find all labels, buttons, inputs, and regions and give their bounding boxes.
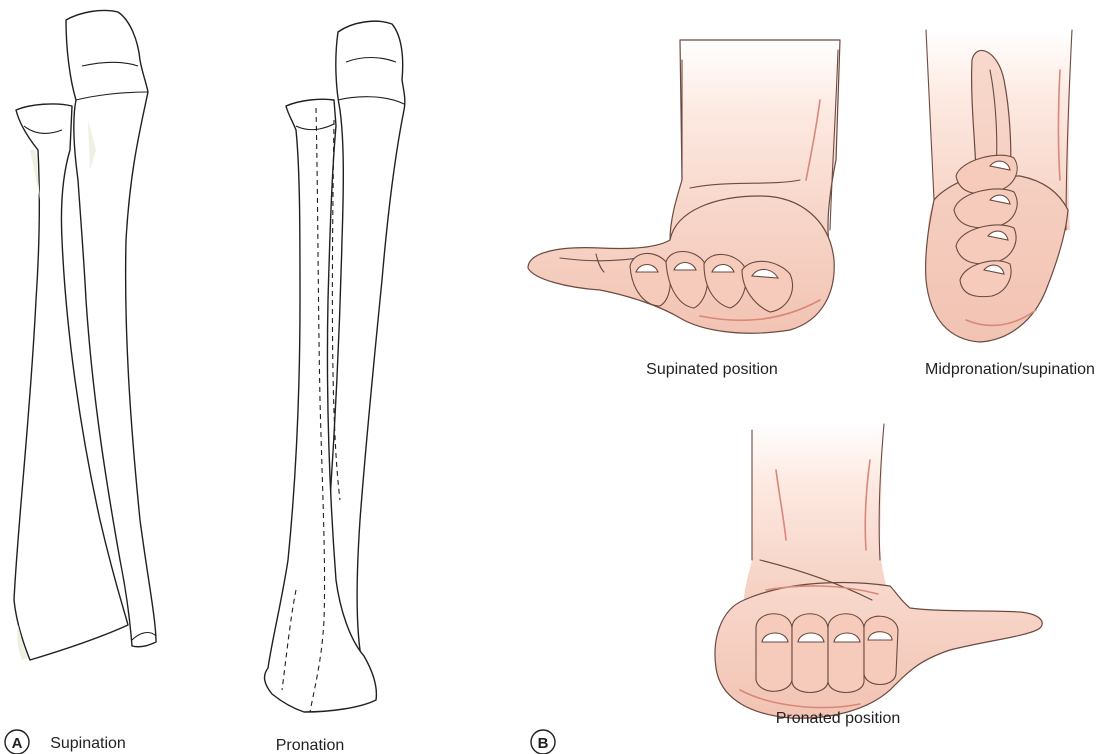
caption-supination: Supination — [50, 735, 126, 752]
hand-midposition: Midpronation/supination — [925, 30, 1095, 378]
svg-text:B: B — [538, 735, 549, 752]
caption-pronated: Pronated position — [776, 710, 901, 727]
panel-a: Supination Pronation A — [5, 10, 405, 754]
caption-supinated: Supinated position — [646, 361, 778, 378]
supination-bones — [14, 10, 156, 660]
panel-b: Supinated position Midpronat — [528, 30, 1095, 754]
panel-b-badge: B — [531, 730, 555, 754]
pronation-bones — [265, 21, 405, 712]
caption-pronation: Pronation — [276, 737, 345, 754]
hand-supinated: Supinated position — [528, 40, 840, 378]
hand-pronated: Pronated position — [715, 422, 1042, 727]
panel-a-badge: A — [5, 730, 29, 754]
forearm-pronated — [744, 422, 890, 600]
caption-mid: Midpronation/supination — [925, 361, 1095, 378]
svg-text:A: A — [12, 735, 23, 752]
